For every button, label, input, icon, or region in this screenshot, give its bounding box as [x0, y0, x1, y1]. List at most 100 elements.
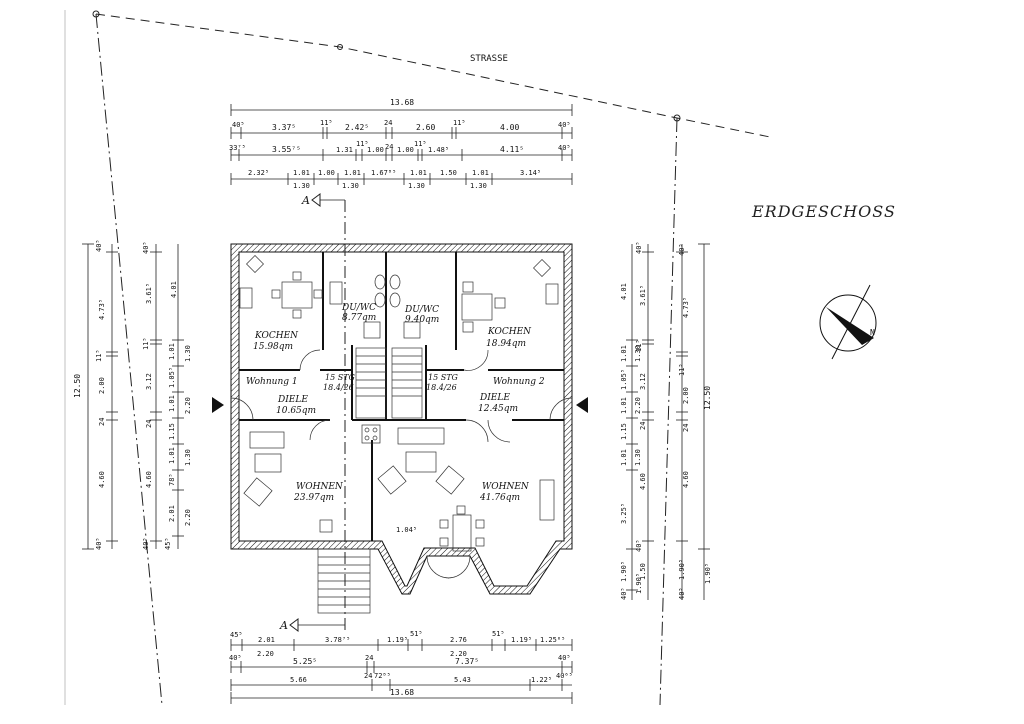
- dim-left-c5-3: 2.20: [184, 509, 192, 526]
- boundary-point: [673, 114, 681, 122]
- entrance-arrow-left: [212, 397, 224, 413]
- unit-label-1: Wohnung 1: [246, 377, 298, 387]
- dim-left-c2-4: 24: [98, 418, 106, 426]
- north-label: N: [870, 328, 875, 337]
- room-area-wohnen-1: 23.97qm: [293, 493, 334, 503]
- dim-top-r2-0: 40⁵: [232, 121, 245, 129]
- room-area-diele-1: 10.65qm: [276, 406, 316, 416]
- dim-right-c3-7: 1.90⁵: [635, 573, 643, 594]
- room-area-kochen-1: 15.98qm: [253, 342, 293, 352]
- dim-bot-r1b-0: 2.20: [257, 650, 274, 658]
- property-boundary: [64, 10, 771, 706]
- dimensions-top: 13.68 40⁵ 3.37⁵ 11⁵ 2.42⁵ 24 2.60 11⁵ 4.…: [229, 98, 573, 190]
- dim-left-c5-2: 1.30: [184, 449, 192, 466]
- dim-right-c1-5: 1.01: [620, 449, 628, 466]
- dim-right-c1-3: 1.01: [620, 397, 628, 414]
- dim-right-c3-2: 11⁵: [635, 339, 643, 352]
- dim-left-total: 12.50: [73, 374, 82, 398]
- boundary-point: [337, 44, 343, 50]
- dim-right-c4-4: 24: [682, 424, 690, 432]
- dim-top-r4b-3: 1.30: [470, 182, 487, 190]
- dim-bot-r1-3: 1.19⁵: [387, 636, 408, 644]
- dim-bot-r2-1: 5.25⁵: [293, 657, 317, 666]
- dim-top-r3-1: 3.55⁷⁵: [272, 145, 301, 154]
- stairs-label-2: 15 STG: [428, 373, 459, 382]
- floor-title: ERDGESCHOSS: [751, 202, 896, 221]
- stairs-label-1: 15 STG: [325, 373, 356, 382]
- staircase: [355, 347, 423, 444]
- dim-left-c5-0: 1.30: [184, 345, 192, 362]
- dim-right-c1-1: 1.01: [620, 345, 628, 362]
- dim-bot-r1-6: 51⁵: [492, 630, 505, 638]
- room-area-diele-2: 12.45qm: [478, 404, 518, 414]
- dim-bot-r1-0: 45⁵: [230, 631, 243, 639]
- dim-top-r2-2: 11⁵: [320, 119, 333, 127]
- room-area-wohnen-2: 41.76qm: [479, 493, 520, 503]
- dim-left-c3-3: 3.12: [145, 373, 153, 390]
- dim-top-r4-8: 3.14⁵: [520, 169, 541, 177]
- dim-right-c1-7: 1.90⁵: [620, 561, 628, 582]
- dim-right-c2-3: 1.50: [639, 563, 647, 580]
- dim-top-r3-7: 11⁵: [414, 140, 427, 148]
- dim-bot-r1-1: 2.01: [258, 636, 275, 644]
- dim-top-r2-8: 40⁵: [558, 121, 571, 129]
- dim-right-c1-6: 3.25⁵: [620, 503, 628, 524]
- dim-top-r3-3: 11⁵: [356, 140, 369, 148]
- dim-bot-total: 13.68: [390, 688, 414, 697]
- dim-left-c5-1: 2.20: [184, 397, 192, 414]
- dimensions-right: 4.01 1.01 1.05⁵ 1.01 1.15 1.01 3.25⁵ 1.9…: [620, 241, 712, 600]
- section-line: A A: [279, 193, 346, 632]
- dim-bot-r3-2: 72⁸⁵: [374, 672, 391, 680]
- room-name-kochen-1: KOCHEN: [254, 331, 299, 341]
- room-name-duwc-2: DU/WC: [404, 305, 439, 315]
- dim-left-c4-7: 2.01: [168, 505, 176, 522]
- dim-top-r2-7: 4.00: [500, 123, 519, 132]
- unit-label-2: Wohnung 2: [493, 377, 545, 387]
- room-name-wohnen-2: WOHNEN: [482, 482, 530, 492]
- dim-bot-r2-3: 7.37⁵: [455, 657, 479, 666]
- room-name-wohnen-1: WOHNEN: [296, 482, 344, 492]
- room-name-diele-1: DIELE: [277, 395, 308, 405]
- dim-bot-r2-2: 24: [365, 654, 373, 662]
- dim-top-r4-5: 1.01: [410, 169, 427, 177]
- dim-top-r3-2: 1.31: [336, 146, 353, 154]
- dim-left-c4-4: 1.15: [168, 423, 176, 440]
- dim-right-total: 12.50: [703, 386, 712, 410]
- dim-top-total: 13.68: [390, 98, 414, 107]
- dim-right-c2-1: 2.20: [634, 397, 642, 414]
- dim-top-r2-5: 2.60: [416, 123, 435, 132]
- dim-top-r2-6: 11⁵: [453, 119, 466, 127]
- dim-right-c4-5: 4.60: [682, 471, 690, 488]
- dim-bot-r3-3: 5.43: [454, 676, 471, 684]
- dim-left-c4-2: 1.05⁵: [168, 367, 176, 388]
- dim-bot-r1-8: 1.25⁶⁵: [540, 636, 565, 644]
- street-label: STRASSE: [470, 54, 508, 64]
- dim-right-c1-8: 40⁵: [620, 587, 628, 600]
- section-mark-top: A: [301, 194, 310, 207]
- room-name-diele-2: DIELE: [479, 393, 510, 403]
- dim-top-r3-0: 33⁷⁵: [229, 144, 246, 152]
- dimensions-left: 12.50 40⁵ 4.73⁵ 11⁵ 2.00 24 4.60 40⁵ 40⁵…: [73, 239, 192, 550]
- dim-left-c3-5: 4.60: [145, 471, 153, 488]
- dim-top-r3-4: 1.00: [367, 146, 384, 154]
- stairs-ratio-1: 18.4/26: [323, 383, 354, 392]
- dim-top-r4-0: 2.32⁵: [248, 169, 269, 177]
- section-mark-bottom: A: [279, 619, 288, 632]
- dim-top-r4-7: 1.01: [472, 169, 489, 177]
- entrance-arrow-right: [576, 397, 588, 413]
- dim-right-c2-2: 1.30: [634, 449, 642, 466]
- dim-right-c4-2: 11⁵: [678, 363, 686, 376]
- building-walls: [230, 243, 573, 614]
- dim-bot-r3-0: 5.66: [290, 676, 307, 684]
- room-area-duwc-1: 8.77qm: [342, 313, 376, 323]
- dim-top-r3-6: 1.00: [397, 146, 414, 154]
- dim-bot-r3-1: 24: [364, 672, 372, 680]
- dim-right-c3-6: 40⁵: [635, 539, 643, 552]
- furniture: [239, 255, 559, 552]
- dim-left-c4-6: 78⁵: [168, 473, 176, 486]
- dim-top-r2-3: 2.42⁵: [345, 123, 369, 132]
- dim-left-c4-0: 4.01: [170, 281, 178, 298]
- dim-left-c2-5: 4.60: [98, 471, 106, 488]
- dim-right-c4-0: 40⁵: [678, 243, 686, 256]
